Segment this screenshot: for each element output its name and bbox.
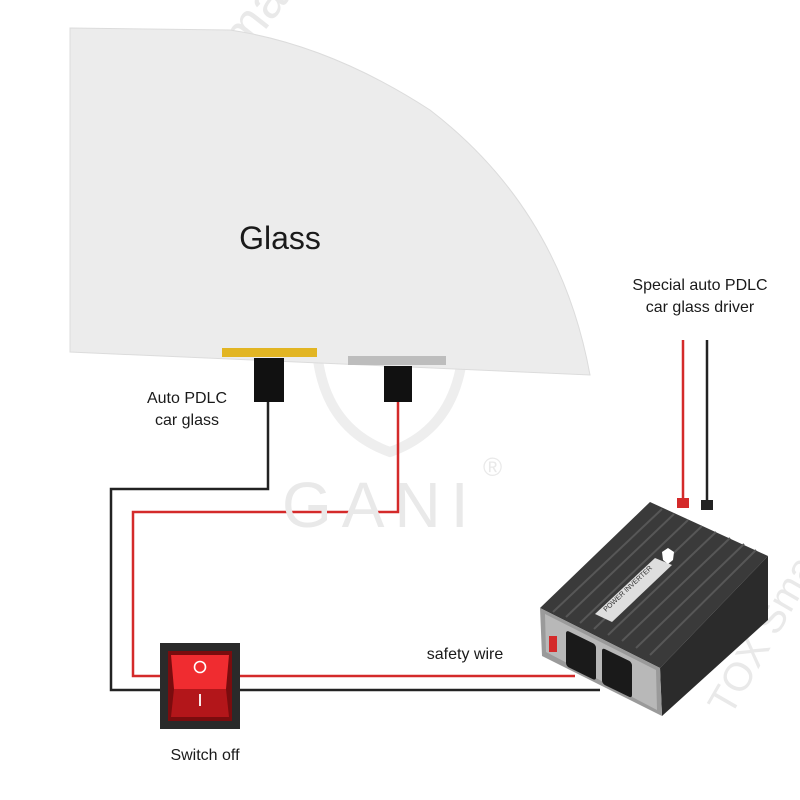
rocker-switch (160, 643, 240, 729)
power-inverter: POWER INVERTER (540, 498, 768, 716)
glass-pane (69, 27, 591, 376)
red-wire (131, 400, 575, 678)
auto-pdlc-label-line1: Auto PDLC (146, 390, 228, 407)
auto-pdlc-label-line2: car glass (154, 412, 220, 429)
safety-wire-label: safety wire (426, 646, 504, 663)
switch-off-label: Switch off (170, 747, 240, 764)
gold-busbar (222, 348, 317, 357)
auto-pdlc-glass-label: Auto PDLC car glass (122, 388, 252, 432)
driver-label-line2: car glass driver (645, 299, 755, 316)
glass-terminal-left (254, 358, 284, 402)
driver-label-line1: Special auto PDLC (632, 277, 768, 294)
driver-label: Special auto PDLC car glass driver (600, 275, 800, 319)
black-wire (109, 400, 600, 692)
silver-busbar (348, 356, 446, 365)
glass-label: Glass (239, 220, 321, 256)
glass-terminal-right (384, 366, 412, 402)
watermark-shield-icon (308, 256, 472, 458)
